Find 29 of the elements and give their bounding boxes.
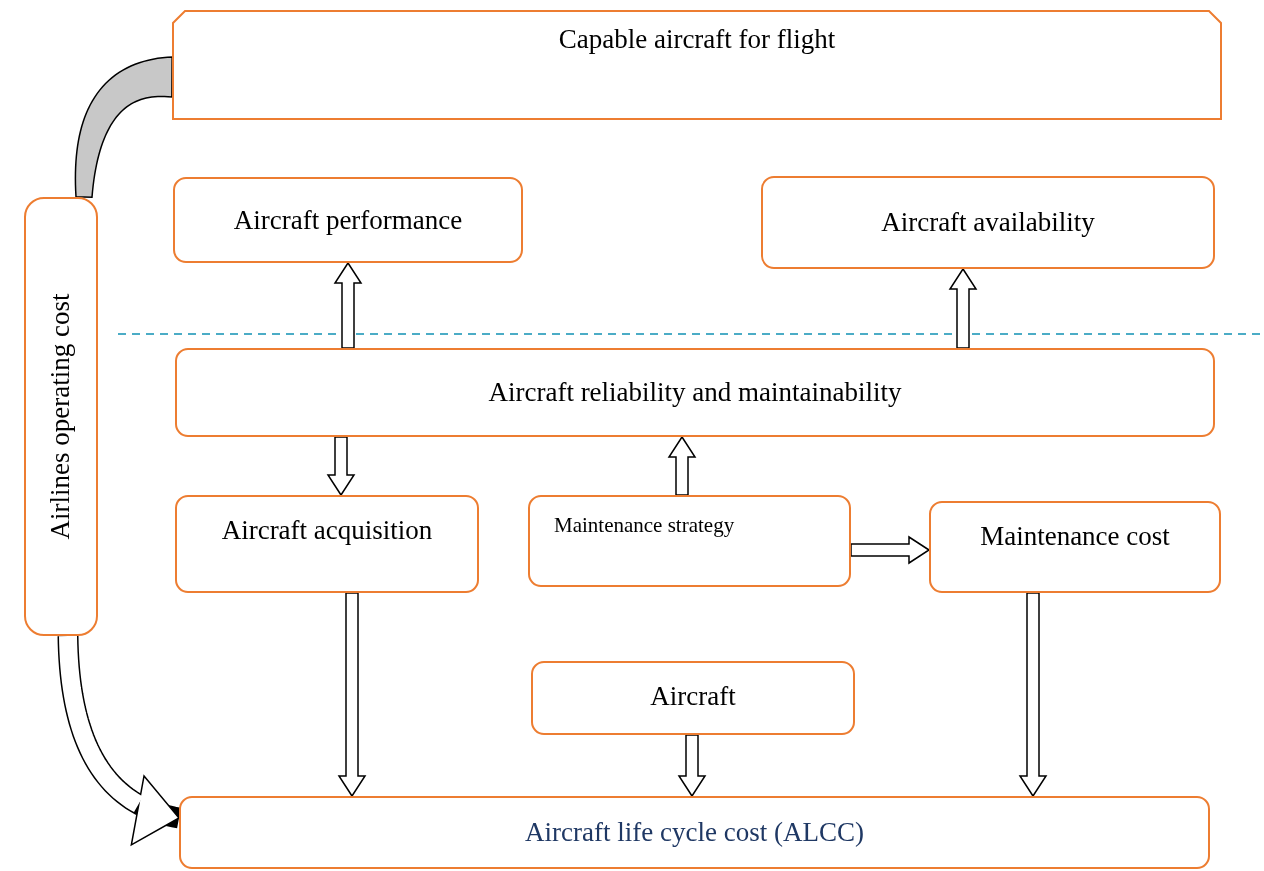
vertical-box — [24, 197, 98, 636]
block-arrow — [850, 535, 931, 565]
process-box — [531, 661, 855, 735]
block-arrow — [948, 267, 978, 349]
box-label: Aircraft — [650, 681, 736, 712]
process-box — [175, 348, 1215, 437]
process-box — [175, 495, 479, 593]
block-arrow — [667, 435, 697, 496]
process-box — [179, 796, 1210, 869]
process-box — [172, 10, 1222, 120]
block-arrow — [333, 261, 363, 349]
box-label: Maintenance strategy — [554, 513, 735, 538]
process-box — [929, 501, 1221, 593]
box-label: Maintenance cost — [980, 521, 1170, 552]
block-arrow — [677, 734, 707, 798]
process-box — [528, 495, 851, 587]
box-label: Aircraft reliability and maintainability — [488, 377, 902, 408]
box-label: Aircraft availability — [881, 207, 1095, 238]
process-box — [173, 177, 523, 263]
process-box — [761, 176, 1215, 269]
curved-band — [74, 56, 173, 198]
block-arrow — [1018, 592, 1048, 798]
box-label: Airlines operating cost — [45, 293, 77, 540]
box-label: Aircraft performance — [233, 204, 463, 236]
block-arrow — [337, 592, 367, 798]
block-arrow — [326, 436, 356, 497]
box-label: Aircraft acquisition — [221, 515, 433, 546]
box-label: Capable aircraft for flight — [558, 24, 836, 55]
box-label: Aircraft life cycle cost (ALCC) — [525, 817, 864, 848]
